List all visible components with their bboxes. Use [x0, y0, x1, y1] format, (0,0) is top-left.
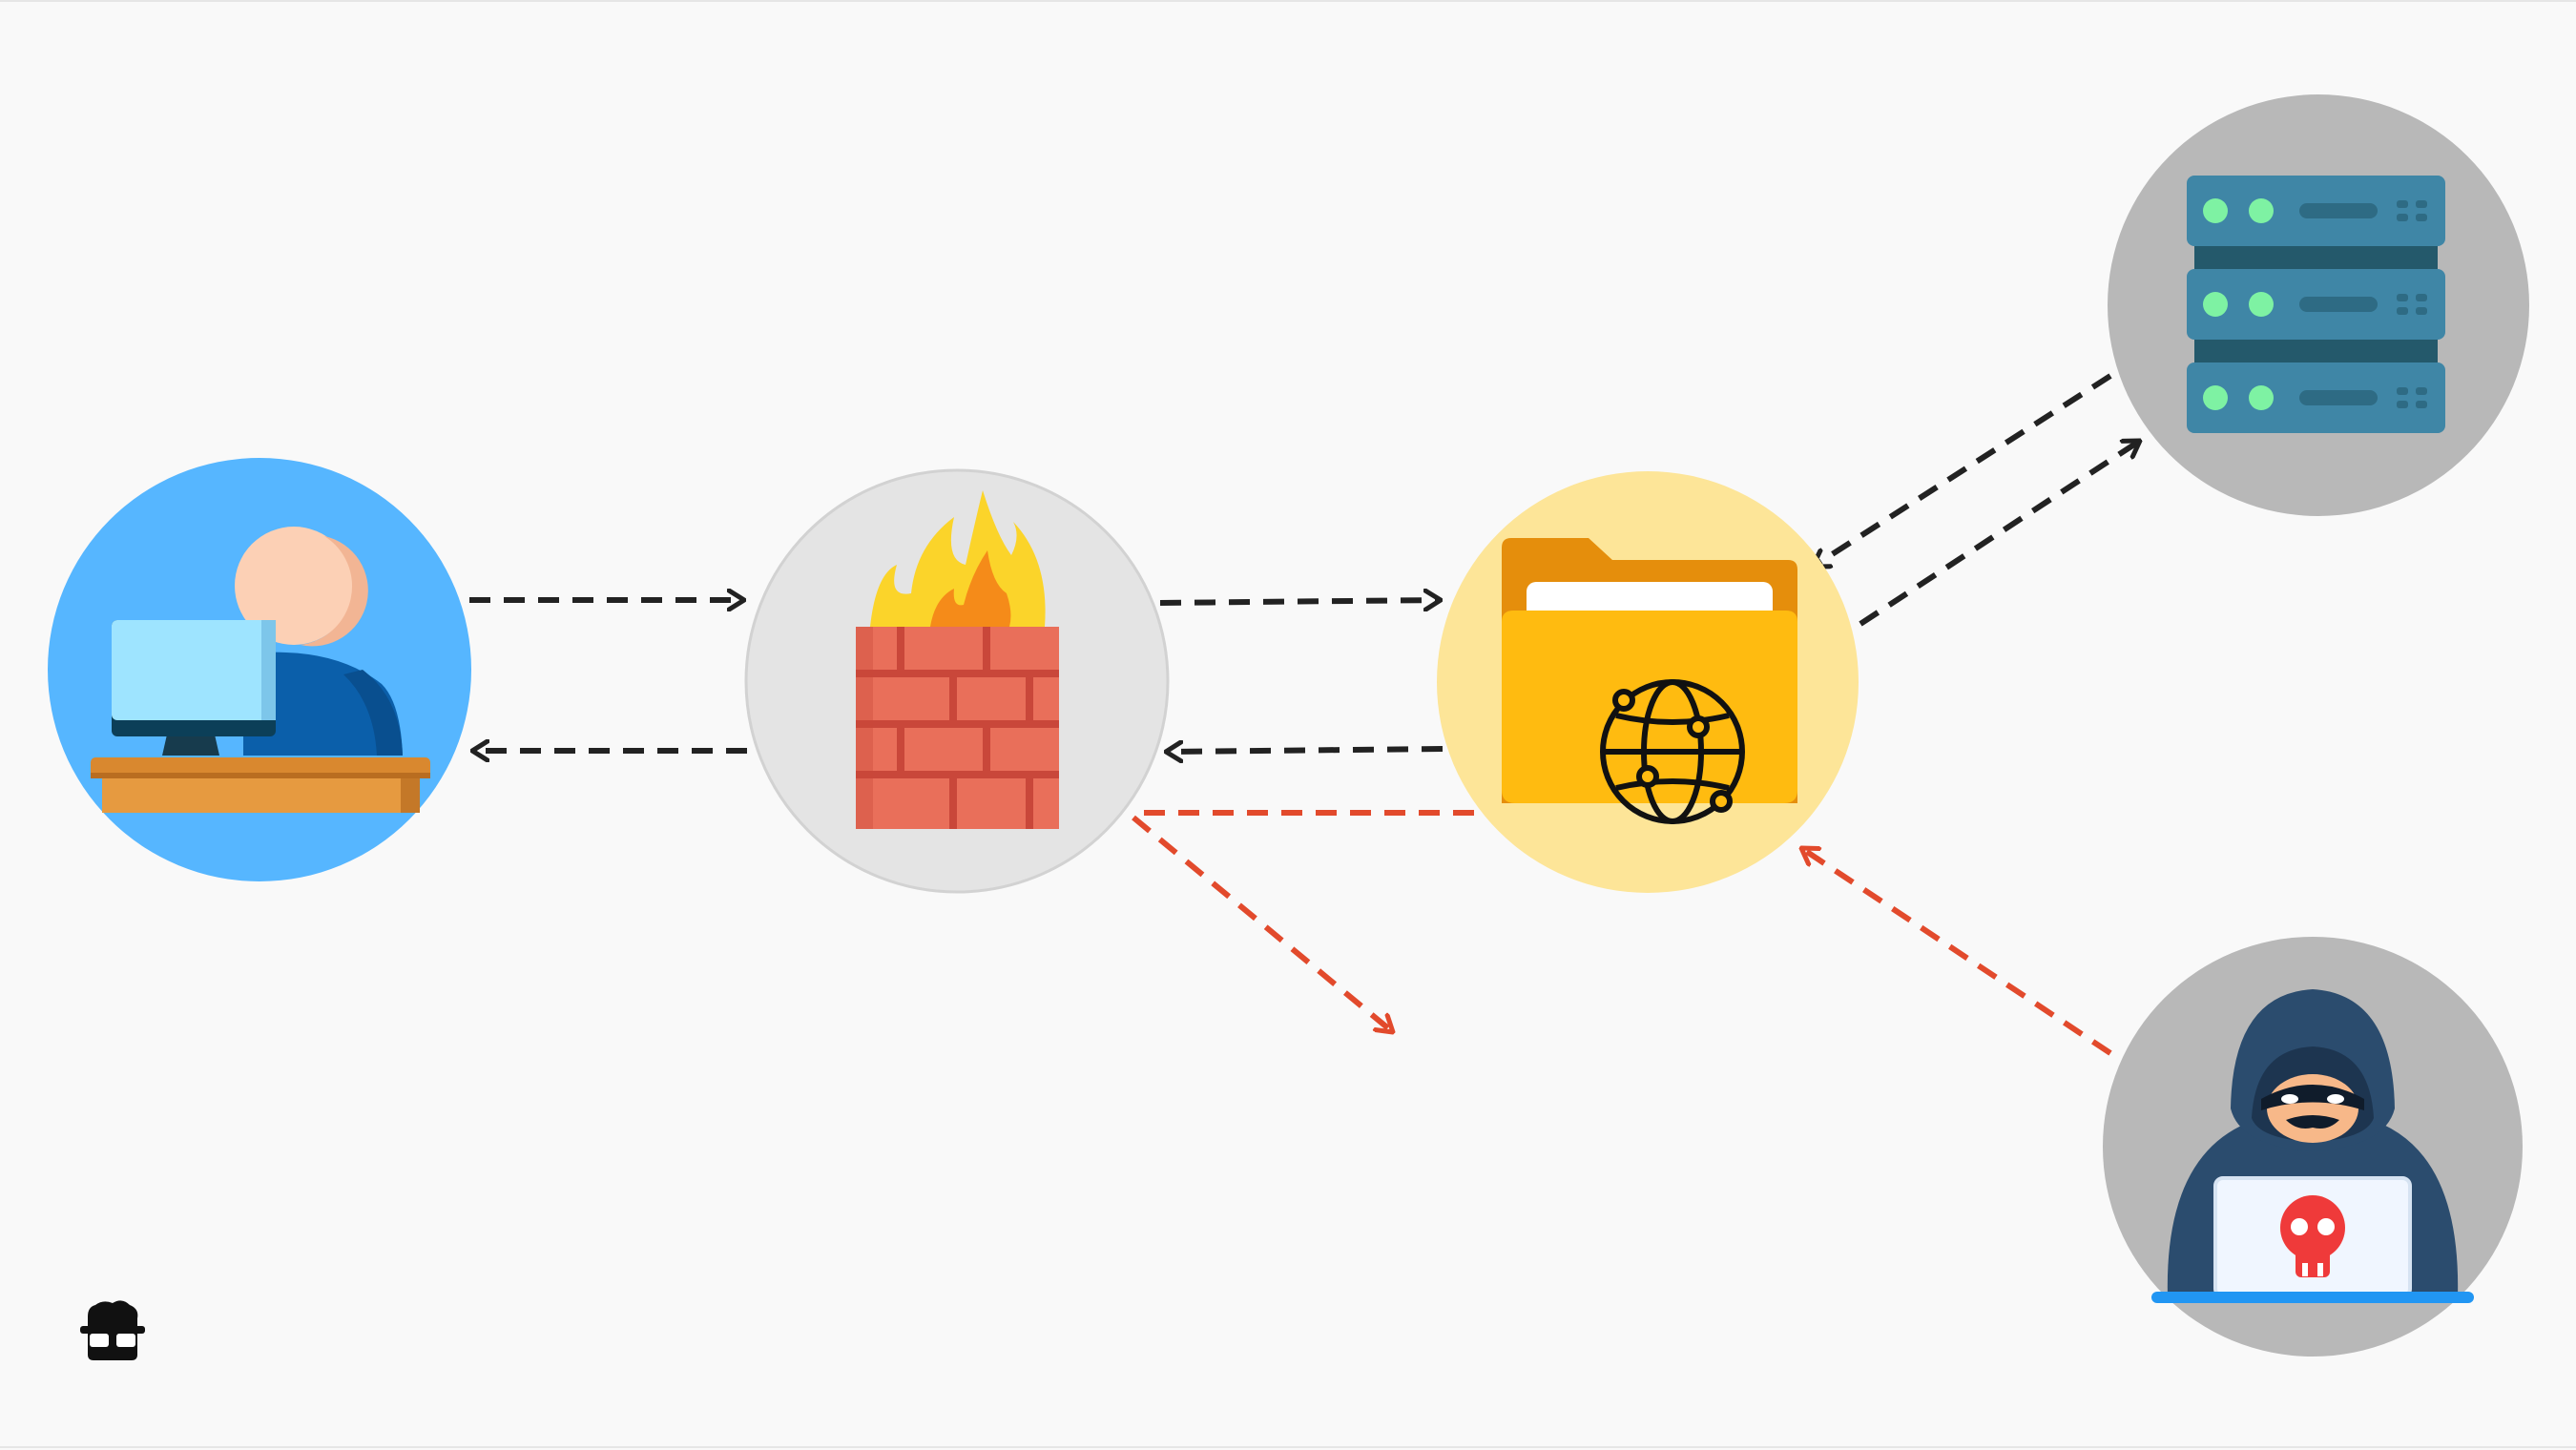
firewall-node	[744, 468, 1170, 894]
server-rack-icon	[2187, 176, 2445, 433]
edges-layer	[469, 373, 2140, 1056]
edge-server-to-proxy	[1813, 373, 2112, 570]
edge-blocked-deflect	[1132, 815, 1393, 1032]
web-folder-icon	[1502, 538, 1797, 803]
globe-icon	[1600, 679, 1745, 824]
firewall-icon	[856, 490, 1059, 829]
edge-attacker-to-proxy	[1801, 848, 2112, 1056]
proxy-node	[1437, 471, 1859, 893]
hacker-icon	[2151, 989, 2474, 1303]
skull-icon	[2280, 1195, 2345, 1277]
attacker-node	[2103, 937, 2523, 1357]
server-node	[2108, 94, 2529, 516]
user-at-computer-icon	[91, 527, 430, 813]
nerd-glasses-logo-icon	[80, 1300, 145, 1360]
edge-proxy-to-server	[1859, 438, 2140, 627]
user-node	[48, 458, 471, 881]
edge-proxy-to-firewall	[1166, 749, 1444, 752]
edge-firewall-to-proxy	[1159, 600, 1441, 603]
